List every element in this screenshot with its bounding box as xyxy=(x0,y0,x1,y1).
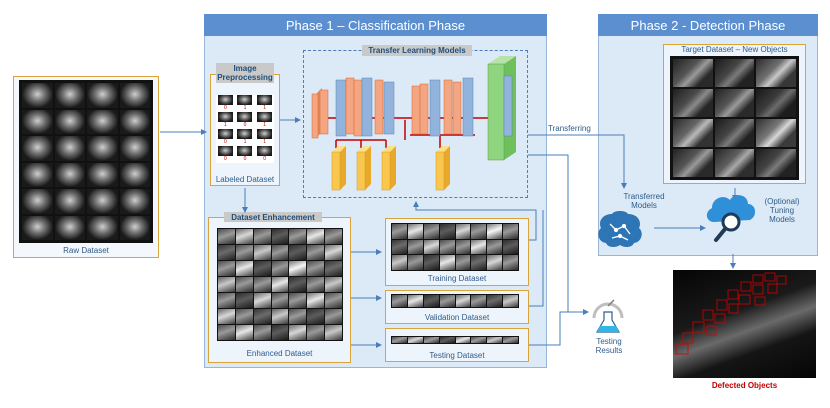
pool-block xyxy=(435,151,445,191)
sample-image xyxy=(237,146,253,156)
training-dataset-image xyxy=(391,223,519,271)
labeled-sample: 0 xyxy=(236,146,255,162)
sample-label: 1 xyxy=(223,122,227,128)
image-preprocessing-title: Image Preprocessing xyxy=(216,63,274,83)
labeled-sample: 1 xyxy=(255,112,274,128)
pool-block xyxy=(356,151,366,191)
conv-block xyxy=(383,81,395,135)
sample-image xyxy=(257,112,273,122)
pool-blocks xyxy=(331,146,450,191)
cloud-search-icon xyxy=(706,195,756,242)
validation-dataset-label: Validation Dataset xyxy=(424,313,490,322)
fc-block xyxy=(487,56,516,161)
conv-block xyxy=(429,79,441,137)
testing-dataset-box xyxy=(385,328,529,362)
conv-block xyxy=(353,79,363,137)
sample-image xyxy=(237,129,253,139)
defected-objects-image xyxy=(673,270,816,378)
sample-label: 0 xyxy=(263,156,267,162)
sample-label: 0 xyxy=(223,139,227,145)
sample-label: 0 xyxy=(243,122,247,128)
labeled-sample: 0 xyxy=(255,146,274,162)
sample-image xyxy=(217,146,233,156)
phase1-title: Phase 1 – Classification Phase xyxy=(204,14,547,36)
testing-flask-icon xyxy=(592,299,624,333)
conv-block xyxy=(319,89,329,135)
target-dataset-label: Target Dataset – New Objects xyxy=(681,45,788,54)
labeled-sample: 1 xyxy=(255,129,274,145)
conv-block xyxy=(419,83,429,135)
labeled-sample: 1 xyxy=(216,112,235,128)
sample-label: 1 xyxy=(243,105,247,111)
enhanced-dataset-label: Enhanced Dataset xyxy=(246,349,313,358)
tuning-models-label: (Optional) Tuning Models xyxy=(764,197,800,224)
enhanced-dataset-image xyxy=(217,228,343,341)
raw-dataset-label: Raw Dataset xyxy=(63,246,109,255)
sample-image xyxy=(237,112,253,122)
labeled-sample: 0 xyxy=(216,146,235,162)
validation-dataset-image xyxy=(391,294,519,308)
phase2-title: Phase 2 - Detection Phase xyxy=(598,14,818,36)
labeled-sample: 1 xyxy=(255,95,274,111)
testing-dataset-label: Testing Dataset xyxy=(429,351,485,360)
pool-block xyxy=(331,151,341,191)
pool-block xyxy=(381,151,391,191)
labeled-dataset-label: Labeled Dataset xyxy=(215,175,275,184)
target-dataset-image xyxy=(670,56,799,180)
sample-image xyxy=(257,129,273,139)
defect-boxes-overlay xyxy=(675,272,787,355)
sample-label: 1 xyxy=(263,139,267,145)
labeled-sample: 1 xyxy=(236,95,255,111)
labeled-sample: 0 xyxy=(216,129,235,145)
sample-image xyxy=(217,112,233,122)
labeled-sample: 0 xyxy=(236,112,255,128)
conv-blocks xyxy=(311,77,474,139)
flow-arrows xyxy=(160,117,738,348)
sample-image xyxy=(257,95,273,105)
sample-label: 1 xyxy=(263,105,267,111)
brain-icon xyxy=(598,211,642,248)
sample-label: 0 xyxy=(223,105,227,111)
sample-label: 0 xyxy=(243,156,247,162)
conv-block xyxy=(335,79,347,137)
labeled-sample: 1 xyxy=(236,129,255,145)
conv-block xyxy=(345,77,355,135)
sample-label: 1 xyxy=(263,122,267,128)
sample-image xyxy=(257,146,273,156)
testing-results-label: Testing Results xyxy=(595,337,623,355)
conv-block xyxy=(452,81,462,135)
sample-image xyxy=(217,129,233,139)
labeled-dataset-grid: 0 1 1 1 0 1 0 1 1 0 0 0 xyxy=(216,95,274,163)
conv-block xyxy=(374,79,384,135)
sample-image xyxy=(217,95,233,105)
sample-image xyxy=(237,95,253,105)
transfer-models-title: Transfer Learning Models xyxy=(362,45,472,56)
training-dataset-label: Training Dataset xyxy=(427,274,487,283)
transferred-models-label: Transferred Models xyxy=(623,192,665,210)
conv-block xyxy=(361,77,373,137)
sample-label: 0 xyxy=(223,156,227,162)
sample-label: 1 xyxy=(243,139,247,145)
conv-block xyxy=(443,79,453,135)
defected-objects-label: Defected Objects xyxy=(711,381,778,390)
dataset-enhancement-title: Dataset Enhancement xyxy=(224,212,322,222)
conv-block xyxy=(462,77,474,137)
conv-block xyxy=(311,93,319,139)
labeled-sample: 0 xyxy=(216,95,235,111)
transferring-label: Transferring xyxy=(548,124,591,133)
raw-dataset-image xyxy=(19,80,153,243)
testing-dataset-image xyxy=(391,336,519,344)
conv-block xyxy=(411,85,421,135)
